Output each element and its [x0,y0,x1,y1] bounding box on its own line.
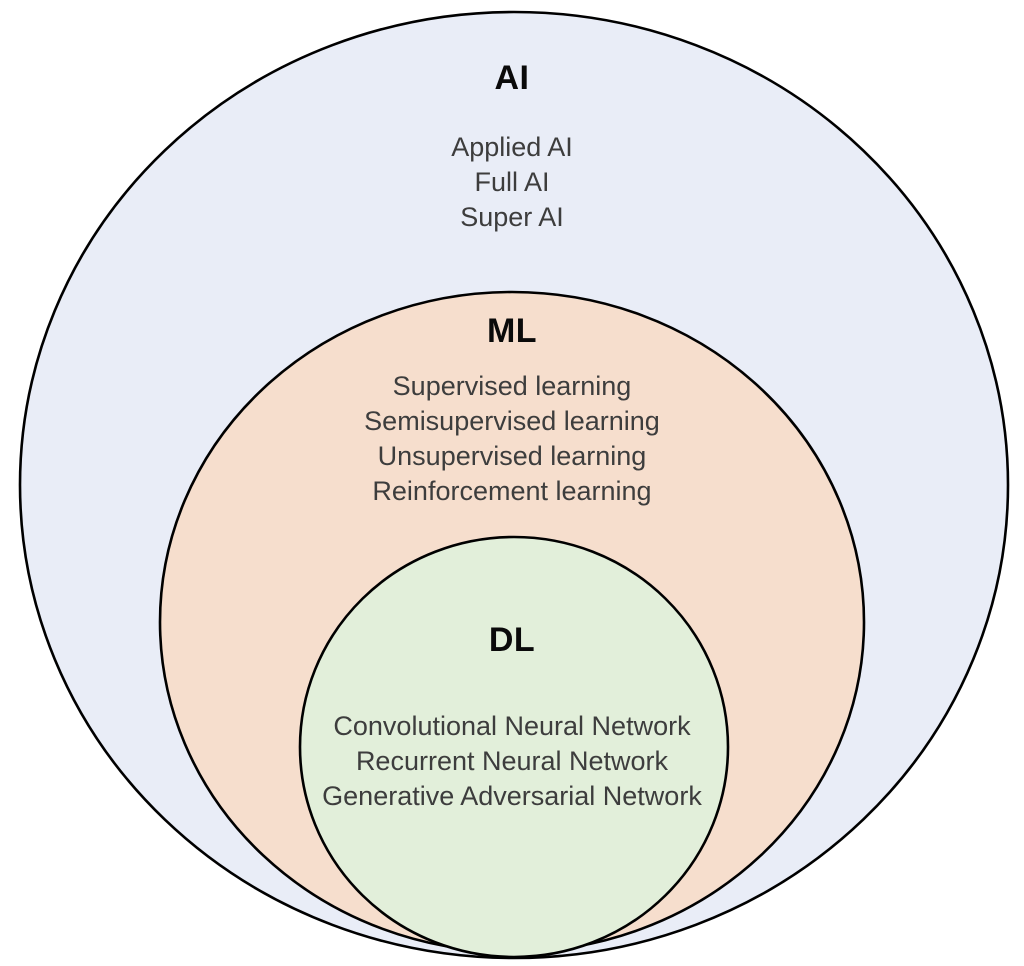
set-item: Convolutional Neural Network [333,711,691,741]
set-item: Unsupervised learning [377,441,647,471]
ml-set-label: ML [486,312,538,350]
set-item: Full AI [474,167,550,197]
set-item: Super AI [460,202,564,232]
dl-circle [298,535,730,959]
set-item: Generative Adversarial Network [322,781,702,811]
set-item: Reinforcement learning [372,476,652,506]
ai-set-label: AI [494,59,530,97]
dl-set-label: DL [488,621,536,659]
dl-set-items: Convolutional Neural Network Recurrent N… [0,709,1024,814]
set-item: Recurrent Neural Network [355,746,669,776]
ai-set-items: Applied AI Full AI Super AI [0,130,1024,235]
set-item: Supervised learning [392,371,632,401]
set-item: Applied AI [451,132,573,162]
ml-set-items: Supervised learning Semisupervised learn… [0,369,1024,509]
set-item: Semisupervised learning [364,406,660,436]
